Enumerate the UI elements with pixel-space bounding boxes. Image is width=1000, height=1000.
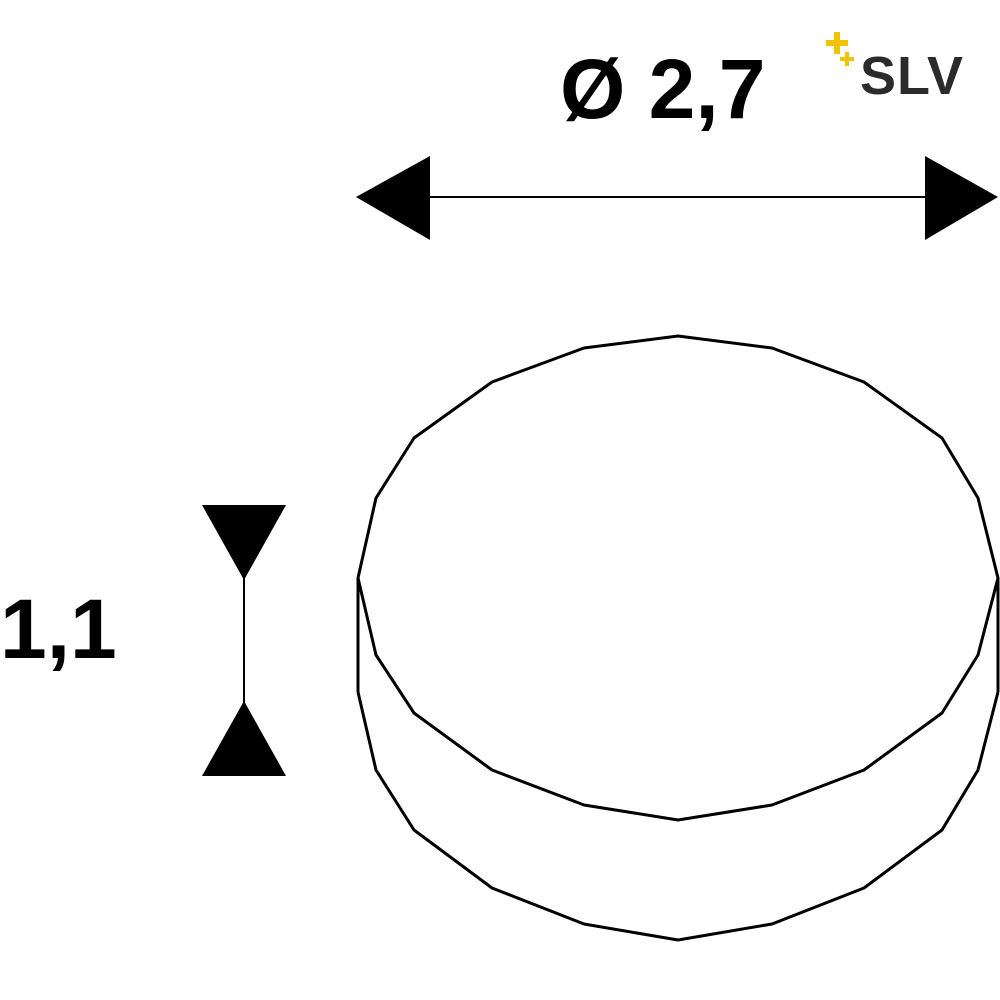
arrow-down-icon: [202, 505, 286, 580]
arrow-up-icon: [202, 701, 286, 776]
cylinder-top-face: [356, 334, 1000, 822]
diameter-dimension: [356, 156, 998, 240]
diameter-label: Ø 2,7: [560, 42, 766, 136]
arrow-left-icon: [356, 156, 430, 240]
height-label: 1,1: [0, 582, 117, 676]
height-dimension: [202, 505, 286, 776]
brand-logo-text: SLV: [860, 46, 965, 106]
sparkle-plus-icon: [826, 32, 854, 66]
cylinder-outline: [356, 334, 1000, 942]
cylinder-bottom-edge: [356, 691, 1000, 942]
arrow-right-icon: [925, 156, 998, 240]
